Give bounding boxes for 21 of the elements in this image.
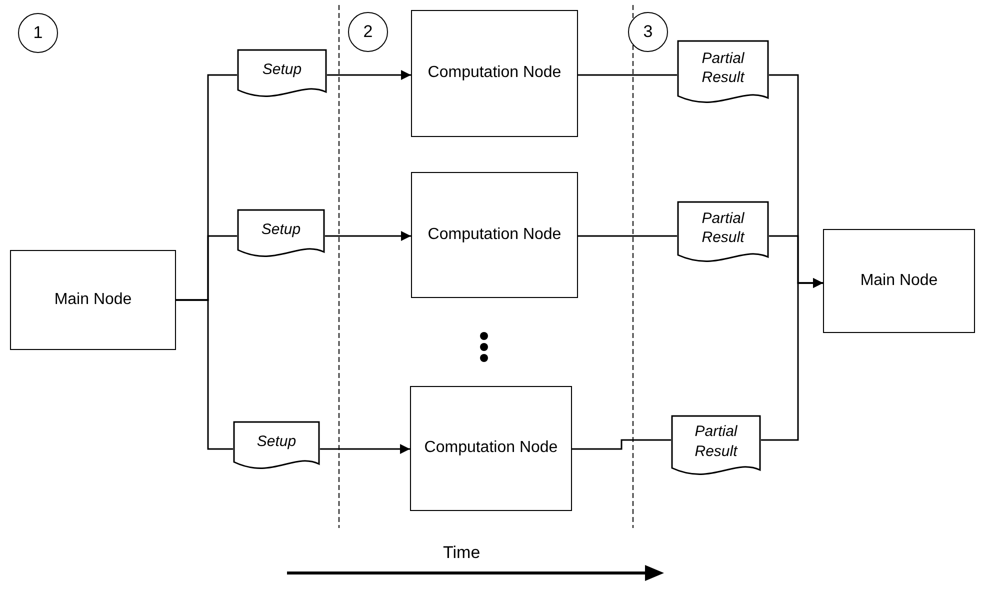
- connector-arrow: [320, 444, 410, 454]
- process-box: [823, 229, 975, 333]
- connector-arrow: [327, 70, 411, 80]
- node-label: Computation Node: [423, 438, 559, 458]
- node-label: Main Node: [53, 290, 133, 310]
- time-label: Time: [443, 542, 480, 564]
- node-label: Computation Node: [426, 63, 562, 84]
- connector-arrow: [325, 231, 411, 241]
- document-label: Partial Result: [700, 208, 746, 248]
- document-label: Partial Result: [694, 422, 739, 461]
- process-box: [10, 250, 176, 350]
- document-label: Setup: [260, 220, 302, 240]
- document-label: Partial Result: [700, 48, 746, 88]
- connector-arrow: [761, 278, 823, 441]
- process-box: [411, 172, 578, 298]
- document-label: Setup: [256, 432, 298, 452]
- process-box: [410, 386, 572, 511]
- document-label: Setup: [261, 60, 303, 80]
- node-label: Computation Node: [426, 224, 562, 245]
- node-label: Main Node: [859, 270, 939, 291]
- process-box: [411, 10, 578, 137]
